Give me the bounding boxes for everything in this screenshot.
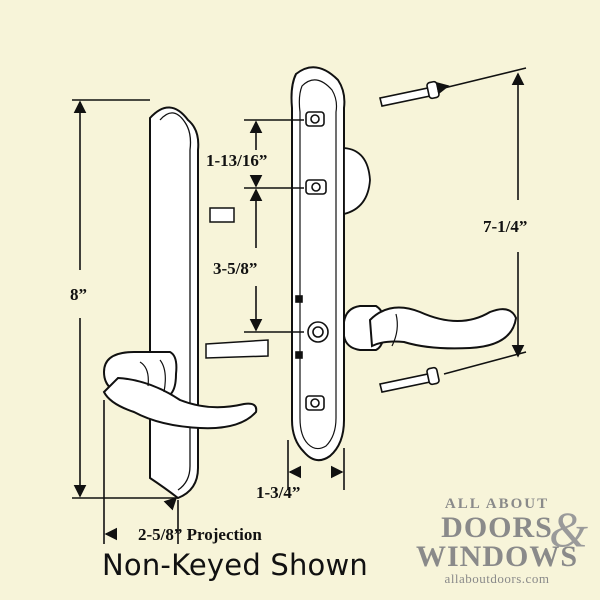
logo-line-2: DOORS — [441, 511, 553, 544]
brand-logo: ALL ABOUT DOORS & WINDOWS allaboutdoors.… — [412, 496, 588, 587]
plate-width-label: 1-3/4” — [256, 483, 300, 502]
screw-spacing-label: 7-1/4” — [483, 217, 527, 236]
dimension-lines — [72, 67, 527, 544]
front-escutcheon-plate — [149, 106, 200, 500]
logo-line-1: ALL ABOUT — [444, 496, 550, 512]
spindle-bars — [205, 207, 269, 359]
upper-spacing-label: 1-13/16” — [206, 151, 267, 170]
right-lever-handle — [343, 305, 518, 351]
logo-ampersand: & — [549, 501, 588, 557]
caption: Non-Keyed Shown — [102, 548, 368, 582]
mounting-bosses — [295, 111, 329, 411]
middle-spacing-label: 3-5/8” — [213, 259, 257, 278]
logo-url: allaboutdoors.com — [444, 571, 550, 586]
back-escutcheon-plate — [290, 66, 346, 462]
overall-height-label: 8” — [70, 285, 87, 304]
projection-label: 2-5/8” Projection — [138, 525, 262, 544]
logo-line-3: WINDOWS — [415, 540, 579, 573]
thumb-turn-knob — [343, 147, 371, 216]
left-lever-handle — [102, 351, 258, 430]
